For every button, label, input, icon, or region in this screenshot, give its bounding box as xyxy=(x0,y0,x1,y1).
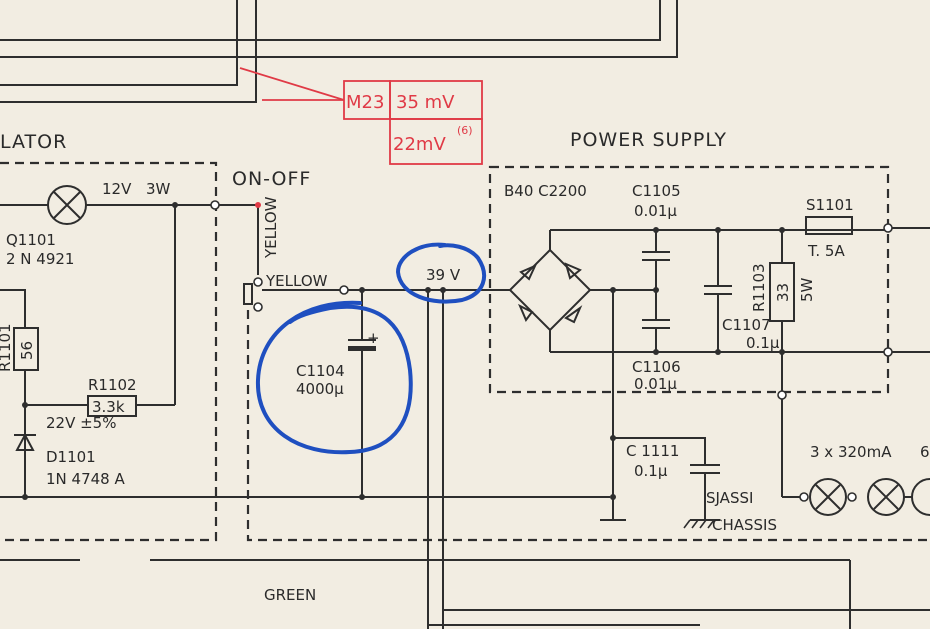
c1107-value: 0.1µ xyxy=(746,334,780,352)
voltage-label: 39 V xyxy=(426,266,461,284)
d1101-type: 1N 4748 A xyxy=(46,470,125,488)
c1111-ref: C 1111 xyxy=(626,442,679,460)
edge-digit: 6 xyxy=(920,443,930,461)
c1105-value: 0.01µ xyxy=(634,202,677,220)
fuse-and-resistor xyxy=(769,216,930,516)
q1101-ref: Q1101 xyxy=(6,231,56,249)
c1106-value: 0.01µ xyxy=(634,375,677,393)
top-left-block-lines xyxy=(0,0,678,103)
zener-spec: 22V ±5% xyxy=(46,414,116,432)
r1103-value: 33 xyxy=(774,283,792,302)
r1102-value: 3.3k xyxy=(92,398,125,416)
wire-yellow-horizontal: YELLOW xyxy=(265,272,328,290)
d1101-ref: D1101 xyxy=(46,448,96,466)
measurement-box xyxy=(239,67,483,165)
c1111-value: 0.1µ xyxy=(634,462,668,480)
wire-green-label: GREEN xyxy=(264,586,316,604)
s1101-ref: S1101 xyxy=(806,196,854,214)
measurement-note: (6) xyxy=(457,124,473,137)
supply-rails xyxy=(0,287,930,629)
c1104-value: 4000µ xyxy=(296,380,344,398)
c1107-ref: C1107 xyxy=(722,316,771,334)
r1101-ref: R1101 xyxy=(0,323,14,372)
lamp-icon-1 xyxy=(809,478,847,516)
chassis-label: CHASSIS xyxy=(712,516,777,534)
r1103-wattage: 5W xyxy=(798,277,816,302)
q1101-type: 2 N 4921 xyxy=(6,250,74,268)
c1104-capacitor xyxy=(348,287,376,500)
hand-annotations xyxy=(255,242,487,455)
bridge-rectifier xyxy=(488,229,888,529)
r1101-value: 56 xyxy=(18,341,36,360)
on-off-switch xyxy=(243,202,488,312)
lamp-voltage: 12V xyxy=(102,180,132,198)
dashed-enclosures xyxy=(0,161,930,542)
filter-capacitors xyxy=(642,227,732,355)
c1105-ref: C1105 xyxy=(632,182,681,200)
measurement-value-1: 35 mV xyxy=(396,92,455,113)
lamps-label: 3 x 320mA xyxy=(810,443,892,461)
section-title-power-supply: POWER SUPPLY xyxy=(570,129,727,151)
c1104-polarity: + xyxy=(367,329,380,347)
measurement-point: M23 xyxy=(346,92,384,113)
lamp-wattage: 3W xyxy=(146,180,171,198)
measurement-value-2: 22mV xyxy=(393,134,446,155)
r1102-ref: R1102 xyxy=(88,376,137,394)
bridge-label: B40 C2200 xyxy=(504,182,587,200)
wire-yellow-vertical: YELLOW xyxy=(262,196,280,259)
section-title-switch: ON-OFF xyxy=(232,168,311,190)
oscillator-circuit xyxy=(0,185,610,500)
section-title-oscillator: LATOR xyxy=(0,131,67,153)
s1101-value: T. 5A xyxy=(807,242,845,260)
text-labels: LATOR POWER SUPPLY ON-OFF M23 35 mV 22mV… xyxy=(0,92,930,604)
sjassi-label: SJASSI xyxy=(706,489,753,507)
r1103-ref: R1103 xyxy=(750,263,768,312)
c1106-ref: C1106 xyxy=(632,358,681,376)
c1104-ref: C1104 xyxy=(296,362,345,380)
